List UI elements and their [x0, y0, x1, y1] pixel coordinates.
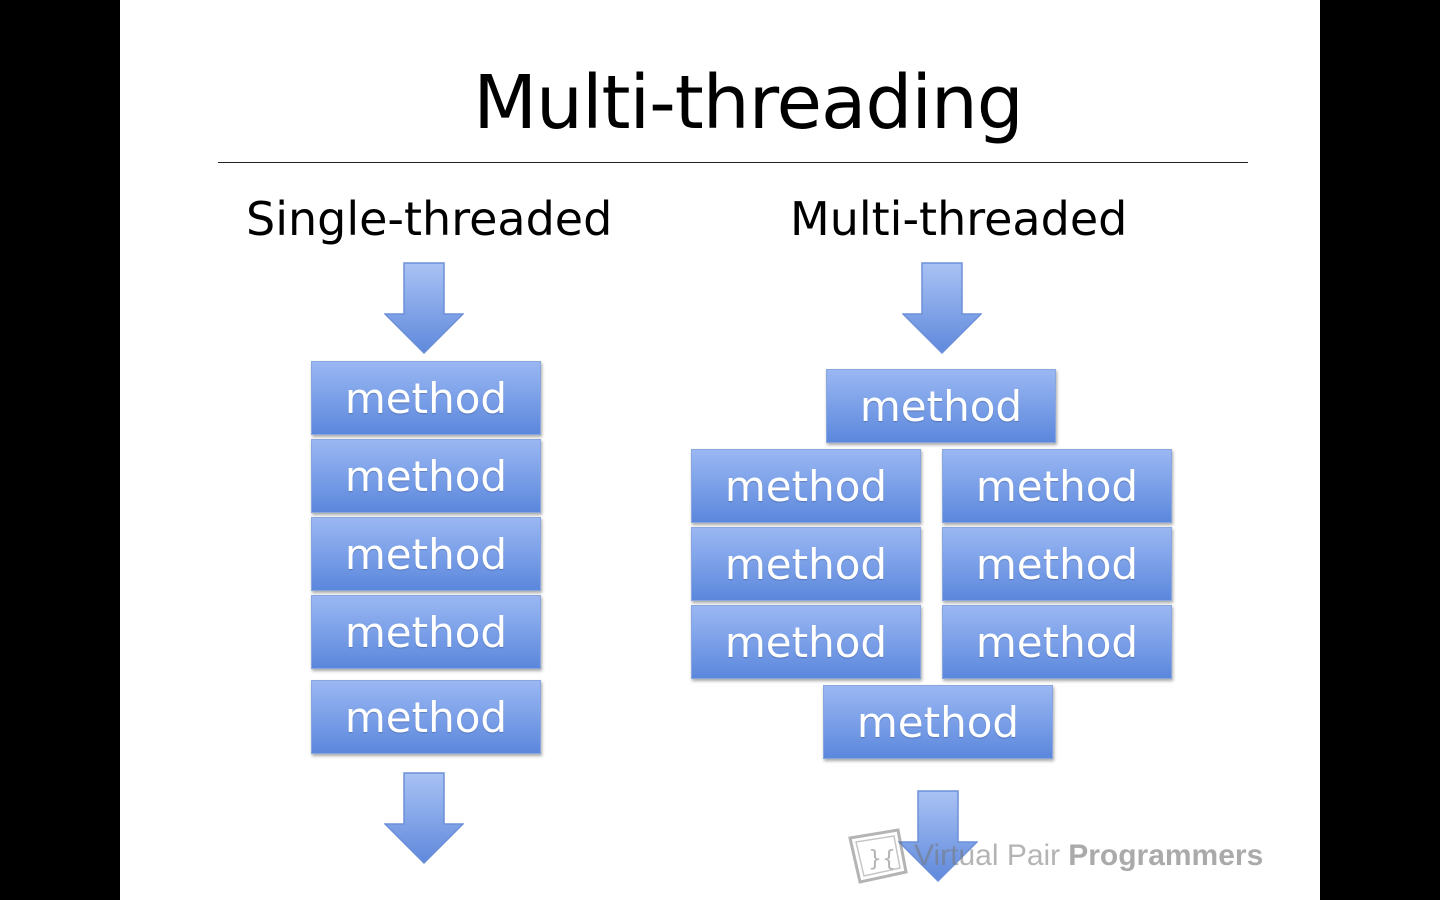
down-arrow-icon — [384, 262, 464, 354]
single-method-2: method — [311, 439, 541, 513]
multi-method-left-1: method — [691, 449, 921, 523]
slide-title: Multi-threading — [473, 60, 1024, 146]
multi-threaded-heading: Multi-threaded — [790, 192, 1128, 246]
multi-method-right-1: method — [942, 449, 1172, 523]
multi-method-right-2: method — [942, 527, 1172, 601]
watermark-text-light: Virtual Pair — [914, 839, 1061, 872]
watermark-text-bold: Programmers — [1068, 839, 1264, 872]
multi-method-right-3: method — [942, 605, 1172, 679]
watermark: }{ Virtual Pair Programmers — [848, 828, 1263, 884]
slide: Multi-threading Single-threaded method m… — [120, 0, 1320, 900]
title-divider — [218, 162, 1248, 163]
multi-method-top: method — [826, 369, 1056, 443]
multi-method-left-3: method — [691, 605, 921, 679]
single-method-4: method — [311, 595, 541, 669]
single-method-3: method — [311, 517, 541, 591]
down-arrow-icon — [902, 262, 982, 354]
single-threaded-heading: Single-threaded — [246, 192, 613, 246]
multi-method-bottom: method — [823, 685, 1053, 759]
vpp-logo-icon: }{ — [848, 828, 908, 884]
down-arrow-icon — [384, 772, 464, 864]
single-method-1: method — [311, 361, 541, 435]
svg-text:}{: }{ — [868, 847, 896, 872]
multi-method-left-2: method — [691, 527, 921, 601]
single-method-5: method — [311, 680, 541, 754]
